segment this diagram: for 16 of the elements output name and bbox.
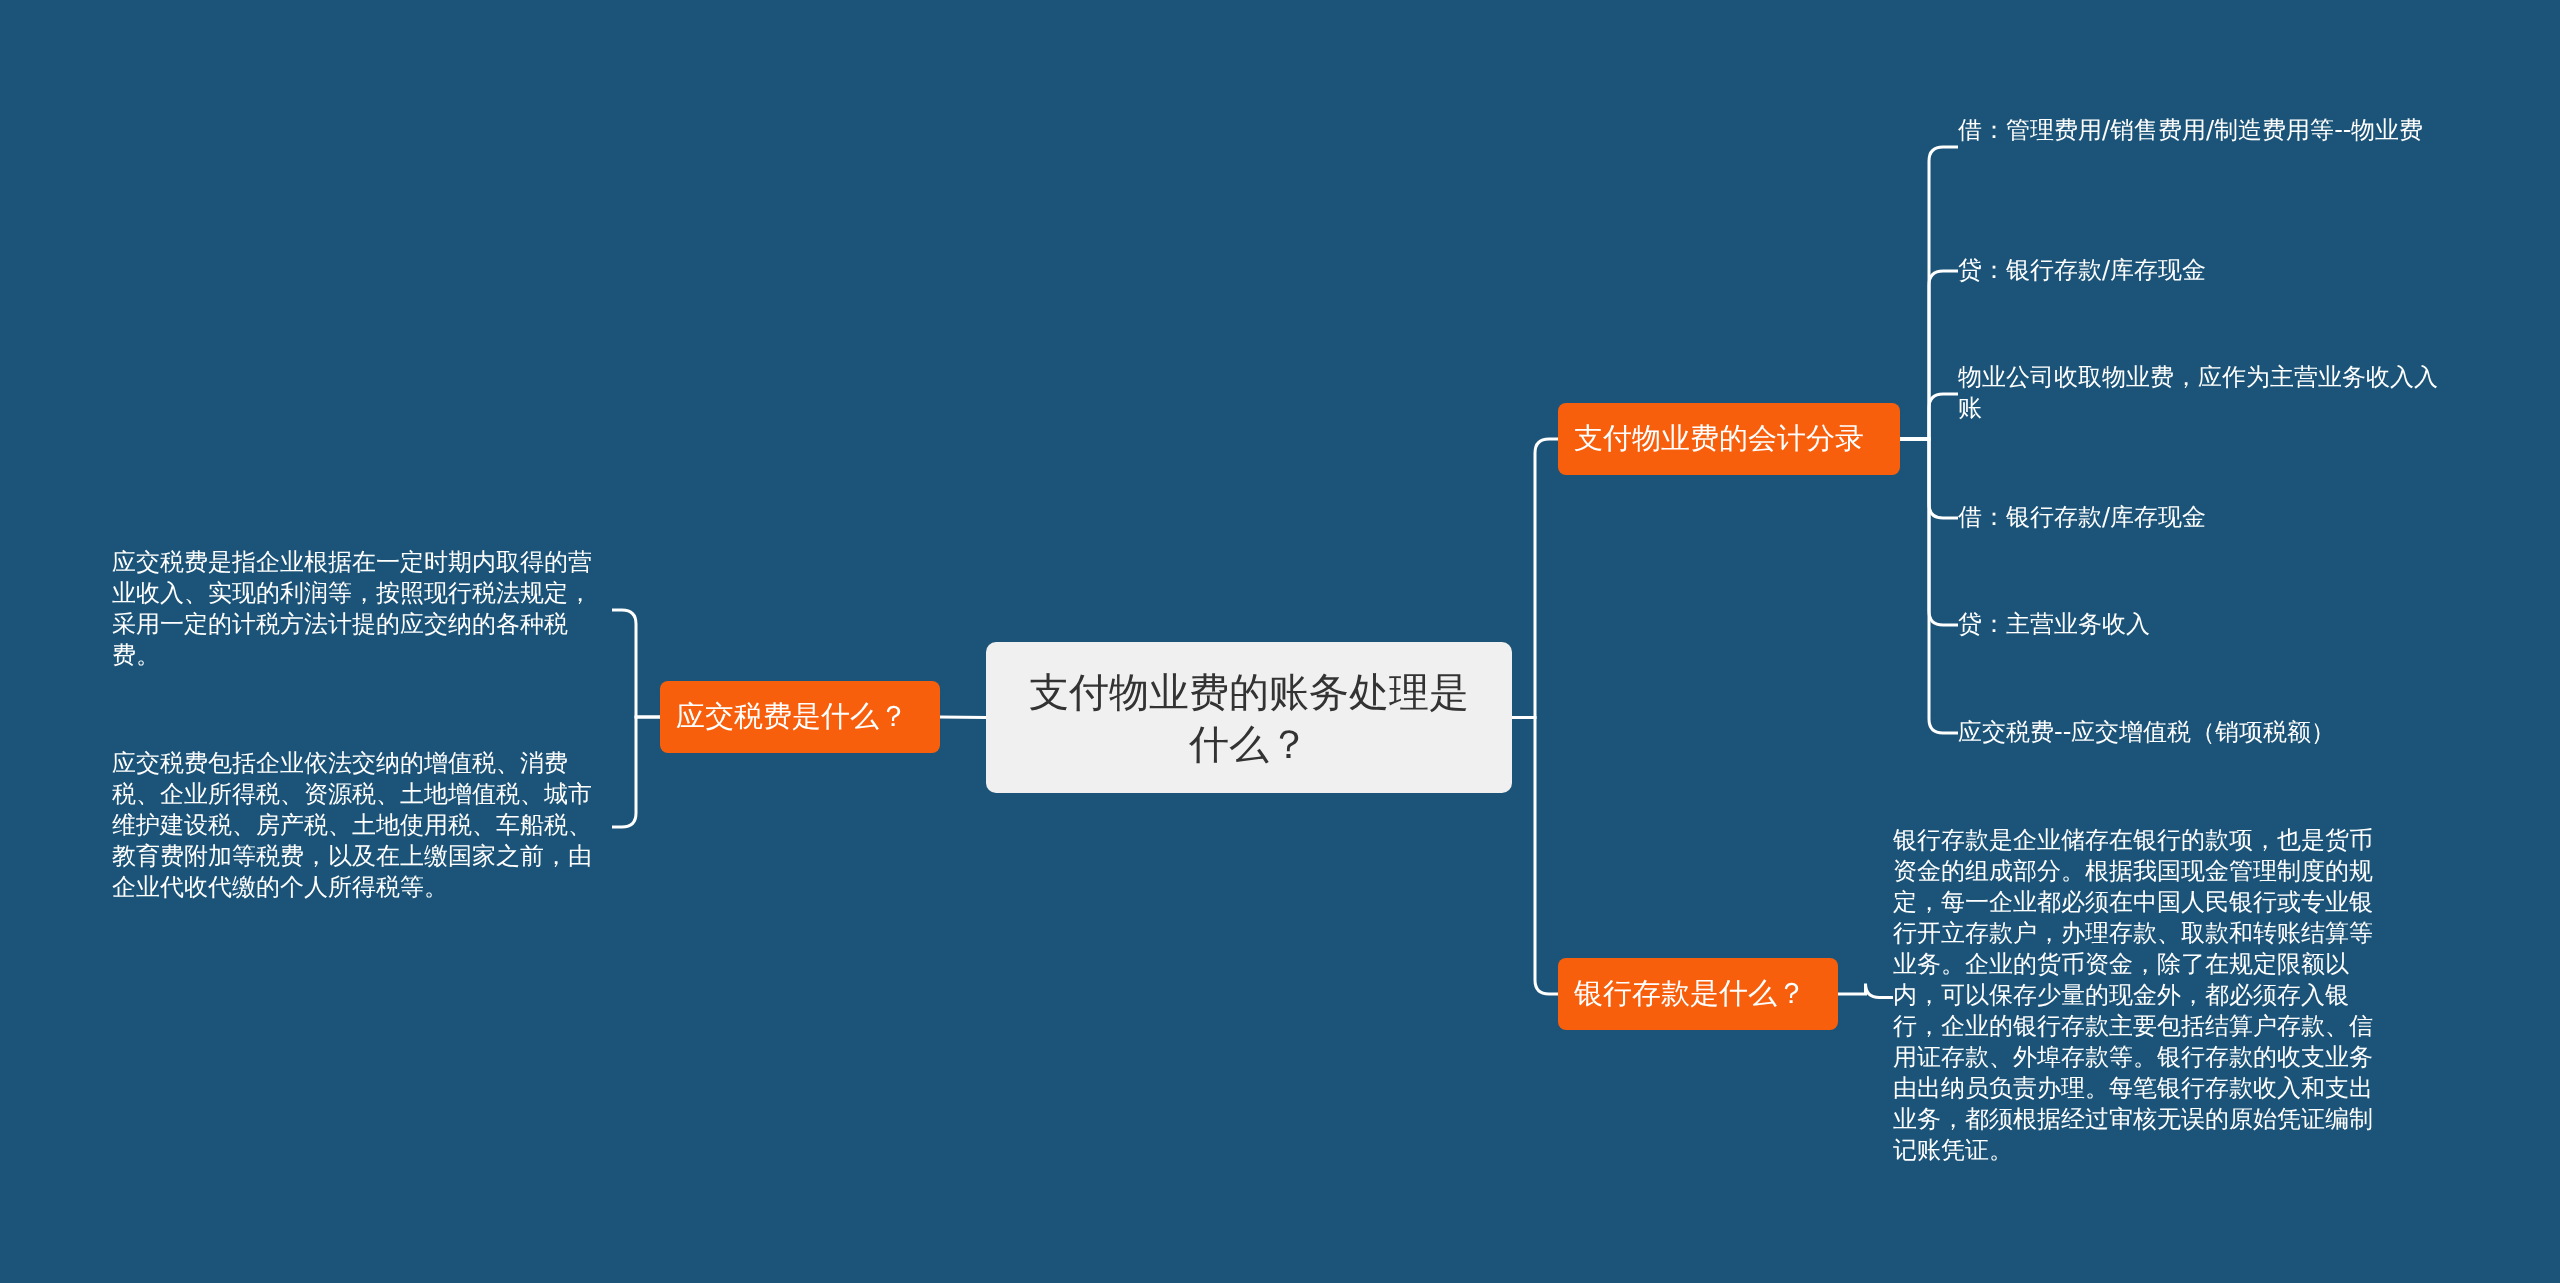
leaf-text: 物业公司收取物业费，应作为主营业务收入入账 [1958,362,2458,426]
leaf-text: 贷：主营业务收入 [1958,609,2458,641]
topic-box: 支付物业费的会计分录 [1558,403,1900,475]
leaf-text: 贷：银行存款/库存现金 [1958,255,2458,287]
connector-line [1838,982,1893,999]
leaf-text: 借：银行存款/库存现金 [1958,502,2458,534]
leaf-text: 应交税费是指企业根据在一定时期内取得的营业收入、实现的利润等，按照现行税法规定，采用一定的计税方法计提的应交纳的各种税费。 [112,547,612,673]
leaf-text: 借：管理费用/销售费用/制造费用等--物业费 [1958,115,2458,179]
leaf-text: 应交税费--应交增值税（销项税额） [1958,717,2458,749]
topic-box: 应交税费是什么？ [660,681,940,753]
central-topic-box: 支付物业费的账务处理是什么？ [986,642,1512,793]
topic-box: 银行存款是什么？ [1558,958,1838,1030]
leaf-text: 应交税费包括企业依法交纳的增值税、消费税、企业所得税、资源税、土地增值税、城市维护建设税、房产税、土地使用税、车船税、教育费附加等税费，以及在上缴国家之前，由企业代收代缴的个人所得税等。 [112,748,612,906]
connector-line [1512,716,1558,996]
connector-line [940,715,986,719]
leaf-text: 银行存款是企业储存在银行的款项，也是货币资金的组成部分。根据我国现金管理制度的规定，每一企业都必须在中国人民银行或专业银行开立存款户，办理存款、取款和转账结算等业务。企业的货币资金，除了在规定限额以内，可以保存少量的现金外，都必须存入银行，企业的银行存款主要包括结算户存款、信用证存款、外埠存款等。银行存款的收支业务由出纳员负责办理。每笔银行存款收入和支出业务，都须根据经过审核无误的原始凭证编制记账凭证。 [1893,825,2393,1170]
